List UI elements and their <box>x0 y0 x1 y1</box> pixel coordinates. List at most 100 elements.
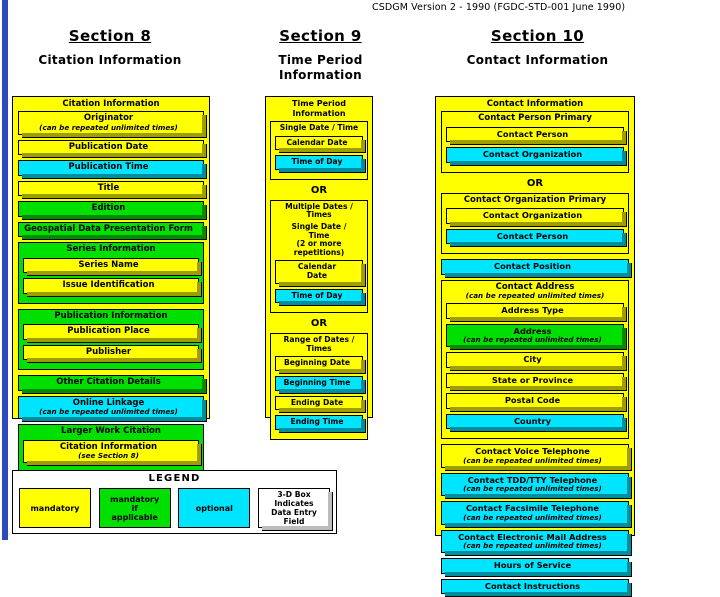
field-label: Address Type <box>501 305 564 315</box>
field-label: Contact Organization <box>482 149 583 159</box>
section-number: Section 9 <box>279 27 362 45</box>
data-entry-field[interactable]: Online Linkage(can be repeated unlimited… <box>18 395 204 419</box>
data-entry-field[interactable]: Time of Day <box>275 155 363 170</box>
field-label: Publication Place <box>67 326 150 336</box>
section-name: Contact Information <box>466 53 609 67</box>
field-label: Ending Date <box>290 397 344 407</box>
field-repeat-note: (can be repeated unlimited times) <box>463 455 602 465</box>
field-label: Citation Information <box>59 441 158 452</box>
field-repeat-note: (can be repeated unlimited times) <box>39 122 178 132</box>
or-separator: OR <box>526 177 544 189</box>
data-entry-field[interactable]: Country <box>446 413 624 429</box>
field-label: City <box>523 354 542 364</box>
data-entry-field[interactable]: State or Province <box>446 372 624 388</box>
field-repeat-note: (can be repeated unlimited times) <box>463 484 602 493</box>
data-entry-field[interactable]: Hours of Service <box>441 558 629 574</box>
group-title: Series Information <box>66 244 156 254</box>
section-header-9: Section 9 Time Period Information <box>258 27 383 83</box>
data-entry-field[interactable]: Contact Person <box>446 126 624 142</box>
data-entry-field[interactable]: Contact Electronic Mail Address(can be r… <box>441 529 629 553</box>
field-label: Time of Day <box>291 290 343 300</box>
data-entry-field[interactable]: Publication Time <box>18 160 204 176</box>
group-title: Larger Work Citation <box>61 426 161 436</box>
data-entry-field[interactable]: Geospatial Data Presentation Form <box>18 221 204 237</box>
section-number: Section 8 <box>68 27 152 45</box>
field-label: Publisher <box>85 346 132 357</box>
field-label: State or Province <box>491 374 574 385</box>
data-entry-field[interactable]: Contact TDD/TTY Telephone(can be repeate… <box>441 472 629 496</box>
section-9-column: Time Period Information Single Date / Ti… <box>265 96 373 440</box>
section-10-column: Contact Information Contact Person Prima… <box>435 96 635 594</box>
field-label: Contact Voice Telephone <box>475 446 590 456</box>
section-8-column: Citation Information Originator(can be r… <box>12 96 210 473</box>
legend-swatch: 3-D Box Indicates Data Entry Field <box>257 488 333 531</box>
data-entry-field[interactable]: Edition <box>18 201 204 217</box>
field-label: Hours of Service <box>493 560 572 570</box>
data-entry-field[interactable]: Publication Date <box>18 139 204 155</box>
data-entry-field[interactable]: Citation Information(see Section 8) <box>23 439 199 463</box>
field-label: Calendar Date <box>297 262 337 280</box>
data-entry-field[interactable]: Calendar Date <box>275 260 363 284</box>
field-repeat-note: (can be repeated unlimited times) <box>39 407 178 416</box>
data-entry-field[interactable]: Contact Voice Telephone(can be repeated … <box>441 444 629 468</box>
data-entry-field[interactable]: Contact Position <box>441 259 629 275</box>
section-number: Section 10 <box>490 27 585 45</box>
data-entry-field[interactable]: Publication Place <box>23 324 199 340</box>
node-text: Single Date / Time (2 or more repetition… <box>291 221 347 257</box>
data-entry-field[interactable]: Contact Facsimile Telephone(can be repea… <box>441 501 629 525</box>
field-label: Contact Organization <box>482 210 583 220</box>
data-entry-field[interactable]: Title <box>18 180 204 196</box>
data-entry-field[interactable]: Ending Time <box>275 415 363 430</box>
field-label: Beginning Date <box>283 358 351 368</box>
data-entry-field[interactable]: Issue Identification <box>23 278 199 294</box>
data-entry-field[interactable]: Contact Organization <box>446 147 624 163</box>
group-title: Contact Organization Primary <box>463 194 607 205</box>
section-name: Citation Information <box>38 53 182 67</box>
data-entry-field[interactable]: Originator(can be repeated unlimited tim… <box>18 111 204 135</box>
data-entry-field[interactable]: Contact Organization <box>446 208 624 224</box>
section-name: Time Period Information <box>278 53 363 82</box>
legend-swatch: optional <box>178 488 251 528</box>
field-label: Time of Day <box>291 157 343 167</box>
data-entry-field[interactable]: Contact Instructions <box>441 578 629 594</box>
left-blue-rail <box>2 0 8 540</box>
field-label: Contact Electronic Mail Address <box>458 531 607 542</box>
section-8-node-list: Originator(can be repeated unlimited tim… <box>13 111 209 473</box>
data-entry-field[interactable]: Time of Day <box>275 288 363 304</box>
data-entry-field[interactable]: Publisher <box>23 344 199 360</box>
group-title: Publication Information <box>54 310 168 321</box>
data-entry-field[interactable]: Other Citation Details <box>18 375 204 391</box>
column-title: Time Period Information <box>292 99 346 118</box>
column-title: Citation Information <box>62 99 160 109</box>
data-entry-field[interactable]: Calendar Date <box>275 135 363 151</box>
data-entry-field[interactable]: Postal Code <box>446 393 624 409</box>
legend-swatch: mandatory <box>19 488 91 528</box>
field-label: Contact Person <box>496 230 569 241</box>
field-label: Geospatial Data Presentation Form <box>24 223 193 234</box>
data-entry-field[interactable]: Address Type <box>446 303 624 319</box>
field-label: Edition <box>91 203 126 213</box>
field-label: Calendar Date <box>286 137 348 147</box>
data-entry-field[interactable]: City <box>446 352 624 368</box>
field-repeat-note: (can be repeated unlimited times) <box>463 335 602 344</box>
data-entry-field[interactable]: Beginning Date <box>275 356 363 371</box>
group-repeat-note: (can be repeated unlimited times) <box>465 291 605 300</box>
field-label: Contact TDD/TTY Telephone <box>467 474 598 485</box>
section-header-10: Section 10 Contact Information <box>430 27 645 68</box>
legend-swatch: mandatory if applicable <box>98 488 171 528</box>
data-entry-field[interactable]: Address(can be repeated unlimited times) <box>446 323 624 347</box>
field-repeat-note: (can be repeated unlimited times) <box>463 512 602 522</box>
group-title: Single Date / Time <box>279 123 359 132</box>
field-label: Ending Time <box>290 417 344 427</box>
data-entry-field[interactable]: Beginning Time <box>275 375 363 391</box>
data-entry-field[interactable]: Contact Person <box>446 228 624 244</box>
document-caption: CSDGM Version 2 - 1990 (FGDC-STD-001 Jun… <box>372 2 626 13</box>
data-entry-field[interactable]: Ending Date <box>275 395 363 411</box>
field-label: Contact Person <box>496 128 569 139</box>
field-label: Series Name <box>78 259 139 270</box>
field-label: Online Linkage <box>72 397 145 408</box>
data-entry-field[interactable]: Series Name <box>23 257 199 273</box>
